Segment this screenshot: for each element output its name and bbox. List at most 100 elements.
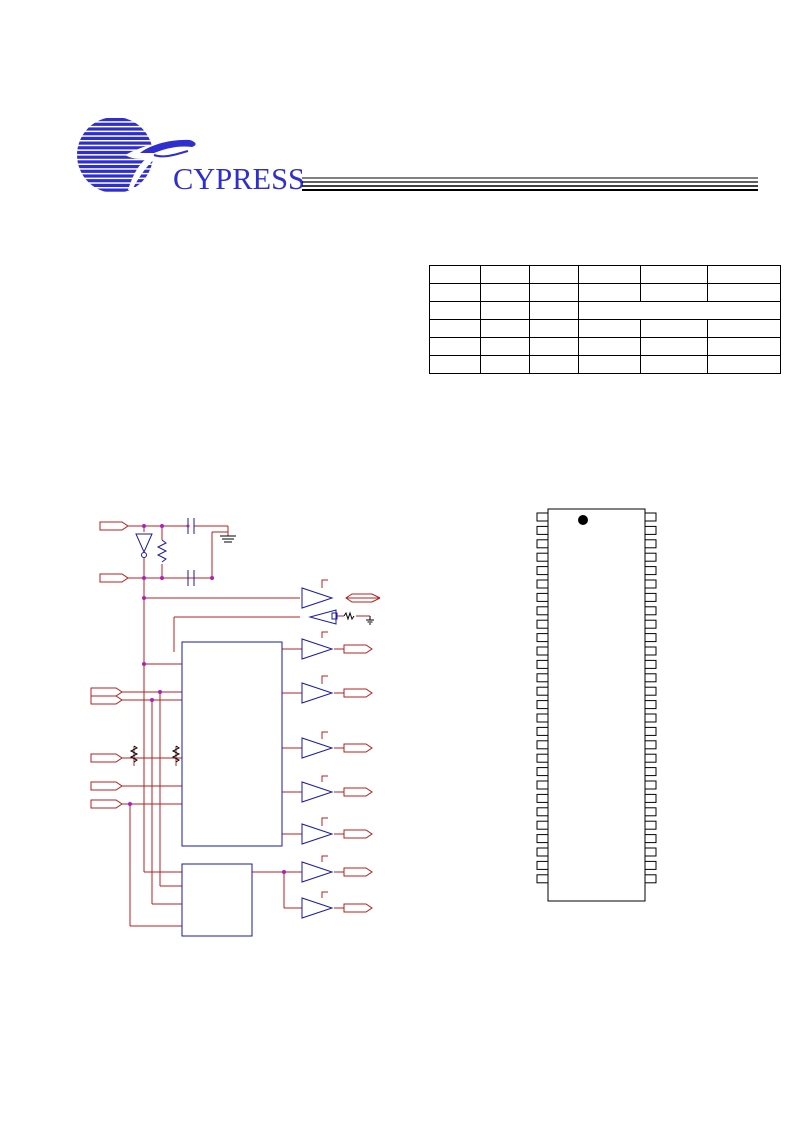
buffer-icon xyxy=(301,737,334,759)
inverter-icon xyxy=(135,533,153,554)
buffer-icon xyxy=(301,587,334,609)
selection-table xyxy=(429,265,781,374)
table-cell xyxy=(429,319,481,338)
header-rule xyxy=(302,177,758,191)
pll-block xyxy=(181,641,283,847)
pin-left xyxy=(536,726,549,736)
table-cell xyxy=(707,319,781,338)
table-cell xyxy=(578,265,641,284)
pin-right xyxy=(644,713,657,723)
pin-left xyxy=(536,646,549,656)
pin-right xyxy=(644,633,657,643)
pin-right xyxy=(644,753,657,763)
table-cell xyxy=(578,301,781,320)
table-cell xyxy=(529,337,579,356)
table-cell xyxy=(529,301,579,320)
table-row xyxy=(429,337,781,356)
input-pin xyxy=(90,687,123,697)
pin-right xyxy=(644,512,657,522)
table-cell xyxy=(707,337,781,356)
buffer-icon xyxy=(301,823,334,845)
pin-right xyxy=(644,539,657,549)
pin-left xyxy=(536,606,549,616)
pin-left xyxy=(536,780,549,790)
table-cell xyxy=(578,337,641,356)
buffer-icon xyxy=(301,638,334,660)
pin-left xyxy=(536,619,549,629)
pin-right xyxy=(644,793,657,803)
input-pin xyxy=(99,573,129,583)
pin-right xyxy=(644,566,657,576)
pin-left xyxy=(536,793,549,803)
resistor-icon xyxy=(171,745,181,763)
table-cell xyxy=(707,265,781,284)
pin-right xyxy=(644,847,657,857)
table-cell xyxy=(578,355,641,374)
pin-left xyxy=(536,673,549,683)
resistor-icon xyxy=(129,745,139,763)
pins xyxy=(536,512,657,884)
table-cell xyxy=(480,283,530,302)
buffer-icon xyxy=(301,781,334,803)
cypress-logo: CYPRESS xyxy=(77,118,758,195)
pin-right xyxy=(644,579,657,589)
input-pin xyxy=(90,799,123,809)
table-cell xyxy=(640,337,708,356)
pin-left xyxy=(536,592,549,602)
globe-icon xyxy=(77,118,153,192)
table-cell xyxy=(529,319,579,338)
pin-right xyxy=(644,726,657,736)
tree-icon xyxy=(125,137,195,190)
table-cell xyxy=(429,355,481,374)
junctions xyxy=(128,524,286,874)
pin-right xyxy=(644,780,657,790)
input-pin xyxy=(90,695,123,705)
package-body xyxy=(547,508,646,902)
table-row xyxy=(429,265,781,284)
table-cell xyxy=(429,337,481,356)
table-cell xyxy=(529,355,579,374)
pin-right xyxy=(644,860,657,870)
pin-right xyxy=(644,659,657,669)
buffer-icon xyxy=(301,897,334,919)
buffer-icon xyxy=(301,682,334,704)
pin-right xyxy=(644,820,657,830)
pin-right xyxy=(644,874,657,884)
resistor-icon xyxy=(343,611,355,621)
components xyxy=(135,518,338,937)
table-row xyxy=(429,355,781,374)
table-cell xyxy=(640,355,708,374)
pin-right xyxy=(644,525,657,535)
pin-right xyxy=(644,646,657,656)
table-row xyxy=(429,283,781,302)
pin-left xyxy=(536,659,549,669)
pin-right xyxy=(644,834,657,844)
pin-left xyxy=(536,753,549,763)
table-row xyxy=(429,301,781,320)
pin-right xyxy=(644,552,657,562)
passive-parts xyxy=(129,535,374,763)
table-cell xyxy=(429,301,481,320)
pin-left xyxy=(536,633,549,643)
package-pinout xyxy=(536,508,657,902)
table-cell xyxy=(480,355,530,374)
table-cell xyxy=(480,319,530,338)
pin-left xyxy=(536,525,549,535)
pin-left xyxy=(536,713,549,723)
table-cell xyxy=(529,265,579,284)
table-cell xyxy=(640,319,708,338)
pin-left xyxy=(536,700,549,710)
pin-right xyxy=(644,700,657,710)
pin-right xyxy=(644,673,657,683)
pin-left xyxy=(536,552,549,562)
pin-left xyxy=(536,860,549,870)
pin-right xyxy=(644,807,657,817)
pin-right xyxy=(644,740,657,750)
table-cell xyxy=(707,283,781,302)
table-cell xyxy=(480,337,530,356)
input-pin xyxy=(90,753,123,763)
pin-left xyxy=(536,847,549,857)
table-cell xyxy=(529,283,579,302)
pin-right xyxy=(644,767,657,777)
pin-left xyxy=(536,686,549,696)
